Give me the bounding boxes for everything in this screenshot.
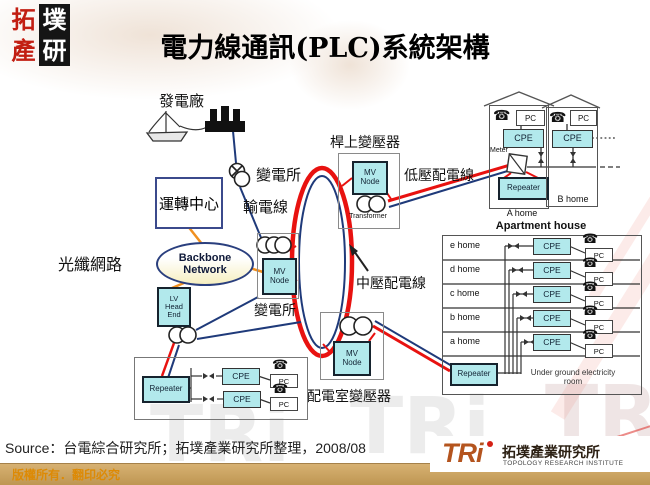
tri-logo-dot — [487, 441, 493, 447]
substation-top-label: 變電所 — [256, 166, 302, 184]
phone-icon: ☎ — [582, 280, 599, 295]
mv-distribution-label: 中壓配電線 — [356, 276, 426, 292]
phone-icon: ☎ — [272, 382, 289, 397]
lv-distribution-label: 低壓配電線 — [404, 168, 474, 184]
transmission-lines — [195, 130, 302, 340]
tri-logo: TRi 拓墣產業研究所 TOPOLOGY RESEARCH INSTITUTE — [430, 436, 650, 472]
apartment-floor-label: e home — [450, 240, 481, 250]
pc-box: PC — [585, 296, 613, 310]
phone-icon: ☎ — [272, 358, 289, 373]
phone-icon: ☎ — [582, 256, 599, 271]
mv-node-box-substation: MV Node — [262, 258, 297, 295]
meter-icon — [506, 153, 528, 175]
transformer-label: Transformer — [349, 213, 387, 220]
apartment-wiring — [442, 245, 640, 374]
transformer-icons — [168, 162, 386, 344]
control-center-box: 運轉中心 — [155, 177, 223, 229]
distroom-pair — [372, 320, 453, 373]
mv-node-box-distroom: MV Node — [333, 341, 371, 376]
pc-box: PC — [516, 110, 545, 126]
tri-logo-english: TOPOLOGY RESEARCH INSTITUTE — [503, 460, 624, 467]
repeater-box-apartment: Repeater — [450, 363, 498, 386]
cpe-box: CPE — [222, 368, 260, 385]
slide-title: 電力線通訊(PLC)系統架構 — [160, 33, 490, 64]
logo-char: 產 — [11, 35, 36, 65]
substation-mid-label: 變電所 — [254, 303, 296, 319]
transmission-line-label: 輸電線 — [243, 198, 289, 216]
mv-node-box-pole: MV Node — [352, 161, 388, 195]
distroom-box — [320, 312, 384, 380]
phone-icon: ☎ — [493, 108, 511, 124]
cpe-box: CPE — [223, 391, 261, 408]
tri-logo-chinese: 拓墣產業研究所 — [502, 445, 600, 461]
lv-head-end-label: LV Head End — [165, 293, 183, 320]
copyright-text: 版權所有．翻印必究 — [12, 468, 121, 482]
pole-transformer-label: 桿上變壓器 — [330, 135, 400, 151]
phone-icon: ☎ — [549, 110, 567, 126]
pc-box: PC — [585, 320, 613, 334]
phone-icon: ☎ — [582, 304, 599, 319]
fiber-network-label: 光纖網路 — [58, 255, 123, 274]
pc-box: PC — [585, 248, 613, 262]
ship-icon — [145, 111, 208, 142]
apartment-floor-label: b home — [450, 312, 481, 322]
phone-icon: ☎ — [582, 232, 599, 247]
mv-node-label: MV Node — [360, 168, 380, 186]
mv-line-arrow — [349, 244, 369, 272]
pc-box: PC — [570, 110, 597, 126]
house-roofs — [483, 91, 601, 109]
pc-box: PC — [270, 374, 298, 388]
cpe-box: CPE — [533, 310, 571, 327]
a-home-label: A home — [506, 208, 538, 218]
lan-box — [134, 357, 308, 420]
apartment-floor-label: c home — [450, 288, 480, 298]
pc-box: PC — [585, 272, 613, 286]
apartment-house-label: Apartment house — [495, 220, 587, 232]
mv-node-label: MV Node — [269, 266, 290, 285]
company-logo: 拓 墣 產 研 — [8, 4, 70, 66]
b-home-box — [546, 107, 598, 207]
backbone-network-ellipse: Backbone Network — [156, 242, 254, 286]
apartment-house-box — [442, 235, 642, 395]
repeater-box-lan: Repeater — [142, 376, 190, 403]
cpe-box: CPE — [533, 238, 571, 255]
lv-head-end-box: LV Head End — [157, 287, 191, 327]
logo-char: 研 — [39, 35, 70, 66]
mv-node-label: MV Node — [342, 348, 362, 367]
cpe-box: CPE — [503, 129, 544, 148]
repeater-box-a-home: Repeater — [498, 177, 549, 200]
distroom-label: 配電室變壓器 — [307, 389, 391, 405]
tri-logo-acronym: TRi — [442, 438, 483, 468]
pc-box: PC — [585, 344, 613, 358]
pc-box: PC — [270, 397, 298, 411]
map-watermark — [290, 20, 410, 110]
cpe-box: CPE — [552, 130, 593, 148]
plug-connector-icons — [203, 152, 576, 402]
logo-char: 拓 — [11, 4, 36, 34]
substation-mid-box — [257, 233, 299, 299]
underground-room-label: Under ground electricity room — [530, 368, 616, 386]
apartment-floor-label: a home — [450, 336, 481, 346]
apartment-floor-label: d home — [450, 264, 481, 274]
cpe-box: CPE — [533, 334, 571, 351]
logo-char: 墣 — [39, 4, 70, 35]
a-home-box — [489, 105, 549, 209]
cpe-box: CPE — [533, 286, 571, 303]
phone-icon: ☎ — [582, 328, 599, 343]
cpe-box: CPE — [533, 262, 571, 279]
power-plant-label: 發電廠 — [159, 92, 205, 110]
pole-transformer-box — [338, 153, 400, 229]
source-line: Source：台電綜合研究所；拓墣產業研究所整理，2008/08 — [5, 440, 366, 456]
power-plant-icon — [205, 106, 245, 132]
b-home-label: B home — [557, 194, 589, 204]
meter-label: Meter — [490, 147, 508, 154]
backbone-network-label: Backbone Network — [178, 252, 232, 276]
